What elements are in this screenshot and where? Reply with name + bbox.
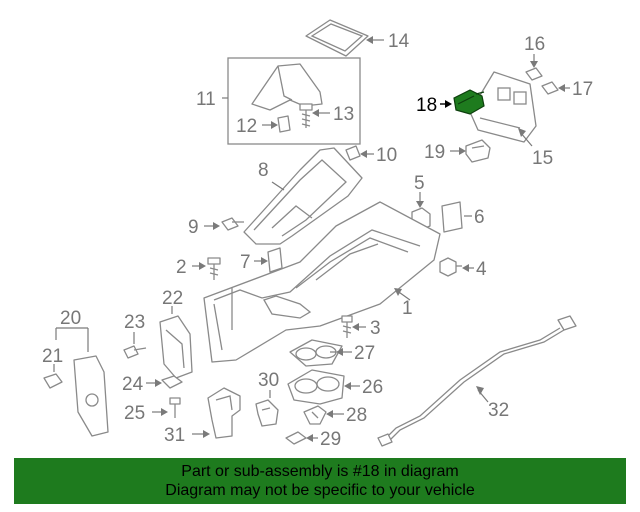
part-32-cable[interactable]: 32	[377, 315, 577, 447]
part-11-shift-boot-assembly[interactable]: 11	[196, 57, 361, 145]
label-13: 13	[333, 104, 354, 125]
label-8: 8	[258, 160, 269, 181]
label-21: 21	[42, 346, 63, 367]
label-19: 19	[424, 142, 445, 163]
label-27: 27	[354, 343, 375, 364]
label-4: 4	[476, 259, 487, 280]
label-29: 29	[320, 429, 341, 450]
label-23: 23	[124, 312, 145, 333]
label-5: 5	[414, 173, 425, 194]
part-18-usb-jack[interactable]: 18	[416, 89, 485, 116]
label-17: 17	[572, 79, 593, 100]
label-22: 22	[162, 288, 183, 309]
part-27-cup-holder-insert[interactable]: 27	[289, 339, 375, 367]
label-2: 2	[176, 257, 187, 278]
label-26: 26	[362, 377, 383, 398]
label-32: 32	[488, 400, 509, 421]
part-20-side-panel[interactable]: 20	[55, 308, 109, 437]
label-18: 18	[416, 95, 437, 116]
label-14: 14	[388, 31, 410, 52]
label-12: 12	[236, 116, 257, 137]
part-9-screw[interactable]: 9	[188, 217, 244, 238]
part-10-clip[interactable]: 10	[345, 145, 397, 166]
label-28: 28	[346, 405, 367, 426]
part-21-clip[interactable]: 21	[42, 346, 63, 389]
info-banner: Part or sub-assembly is #18 in diagram D…	[14, 458, 626, 504]
part-25-bolt[interactable]: 25	[124, 397, 181, 424]
label-11: 11	[196, 89, 216, 110]
banner-line-1: Part or sub-assembly is #18 in diagram	[181, 463, 459, 480]
part-30-bracket[interactable]: 30	[255, 370, 279, 427]
label-20: 20	[60, 308, 81, 329]
parts-diagram: 14 11 12 13 10 8	[42, 19, 593, 450]
label-6: 6	[474, 207, 485, 228]
part-22-side-bracket[interactable]: 22	[159, 288, 193, 379]
part-31-bracket[interactable]: 31	[164, 387, 241, 446]
label-31: 31	[164, 425, 185, 446]
part-26-cup-holder[interactable]: 26	[287, 369, 383, 405]
label-3: 3	[370, 318, 381, 339]
label-10: 10	[376, 145, 397, 166]
part-24-clip[interactable]: 24	[122, 374, 183, 395]
part-28-spring[interactable]: 28	[303, 405, 367, 426]
part-1-console-body[interactable]: 1	[203, 201, 441, 363]
label-15: 15	[532, 148, 553, 169]
part-4-grommet[interactable]: 4	[439, 257, 487, 280]
part-13-screw[interactable]: 13	[299, 103, 354, 128]
label-7: 7	[240, 252, 251, 273]
label-9: 9	[188, 217, 199, 238]
part-29-pad[interactable]: 29	[285, 429, 341, 450]
part-23-screw[interactable]: 23	[123, 312, 147, 359]
part-6-pad[interactable]: 6	[441, 201, 485, 233]
part-12-clip[interactable]: 12	[236, 115, 291, 137]
part-16-clip[interactable]: 16	[524, 34, 545, 81]
label-24: 24	[122, 374, 144, 395]
banner-line-2: Diagram may not be specific to your vehi…	[165, 482, 475, 499]
label-16: 16	[524, 34, 545, 55]
part-8-upper-trim-panel[interactable]: 8	[243, 147, 363, 245]
part-15-vent-panel[interactable]: 15	[469, 71, 553, 169]
label-1: 1	[402, 298, 413, 319]
part-19-switch[interactable]: 19	[424, 139, 491, 163]
part-17-clip[interactable]: 17	[541, 79, 593, 100]
part-3-bolt[interactable]: 3	[341, 315, 381, 339]
part-2-bolt[interactable]: 2	[176, 257, 221, 280]
part-7-bracket[interactable]: 7	[240, 247, 283, 273]
label-30: 30	[258, 370, 279, 391]
part-14-mat[interactable]: 14	[305, 19, 410, 57]
label-25: 25	[124, 403, 145, 424]
